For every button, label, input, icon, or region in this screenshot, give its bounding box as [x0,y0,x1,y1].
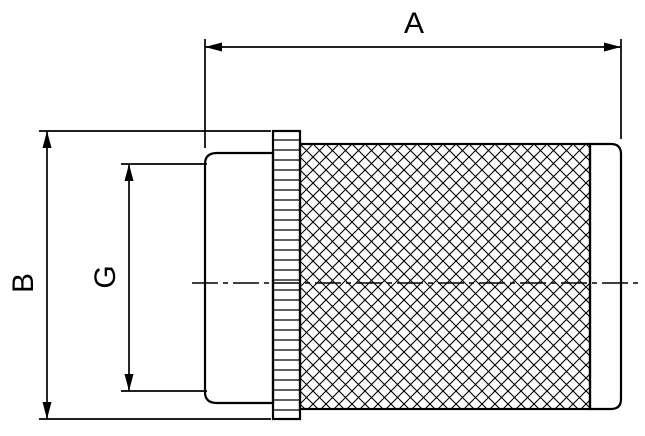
knurled-collar-outline [271,129,302,421]
dimension-label-g: G [89,265,122,288]
fitting-body [203,129,623,421]
arrowhead-top [42,131,52,148]
mesh-sleeve-hatch [300,144,590,409]
dimension-a: A [204,7,622,148]
arrowhead-top [124,164,134,181]
dimension-g: G [89,163,207,392]
dimension-label-b: B [7,273,40,293]
arrowhead-left [205,42,222,52]
arrowhead-bottom [42,402,52,419]
knurled-collar-ribs [273,131,300,419]
dimension-label-a: A [404,7,424,40]
end-cap-outline [588,142,623,411]
arrowhead-right [604,42,621,52]
arrowhead-bottom [124,374,134,391]
dimension-b: B [7,130,271,420]
threaded-port-outline [203,151,275,405]
